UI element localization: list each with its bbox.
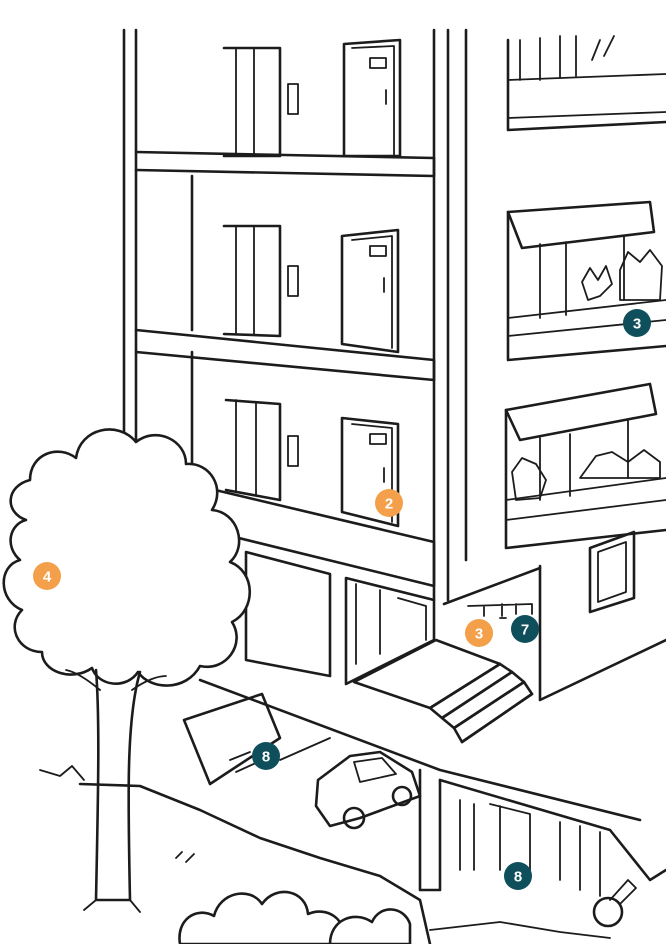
floor-middle xyxy=(192,176,398,352)
right-wing xyxy=(448,30,666,700)
marker-2-door: 2 xyxy=(375,489,403,517)
marker-8-carport: 8 xyxy=(252,742,280,770)
marker-4-tree: 4 xyxy=(33,562,61,590)
marker-label: 4 xyxy=(43,569,52,586)
ground-floor xyxy=(246,552,434,684)
marker-label: 8 xyxy=(514,869,522,886)
floor-top xyxy=(224,40,400,156)
carport-garage xyxy=(184,680,666,926)
marker-8-garage: 8 xyxy=(504,862,532,890)
top-right-window xyxy=(508,36,666,130)
marker-3-balcony: 3 xyxy=(623,309,651,337)
marker-3-entrance: 3 xyxy=(465,619,493,647)
bushes xyxy=(179,892,410,944)
lower-balcony xyxy=(506,384,666,548)
marker-label: 8 xyxy=(262,749,270,766)
upper-balcony xyxy=(508,202,666,360)
marker-label: 3 xyxy=(475,626,483,643)
floor-lower xyxy=(192,352,398,526)
marker-7-entrance: 7 xyxy=(511,615,539,643)
marker-label: 7 xyxy=(521,622,529,639)
marker-label: 3 xyxy=(633,316,641,333)
marker-label: 2 xyxy=(385,496,393,513)
car xyxy=(316,752,420,828)
tree xyxy=(4,429,250,912)
